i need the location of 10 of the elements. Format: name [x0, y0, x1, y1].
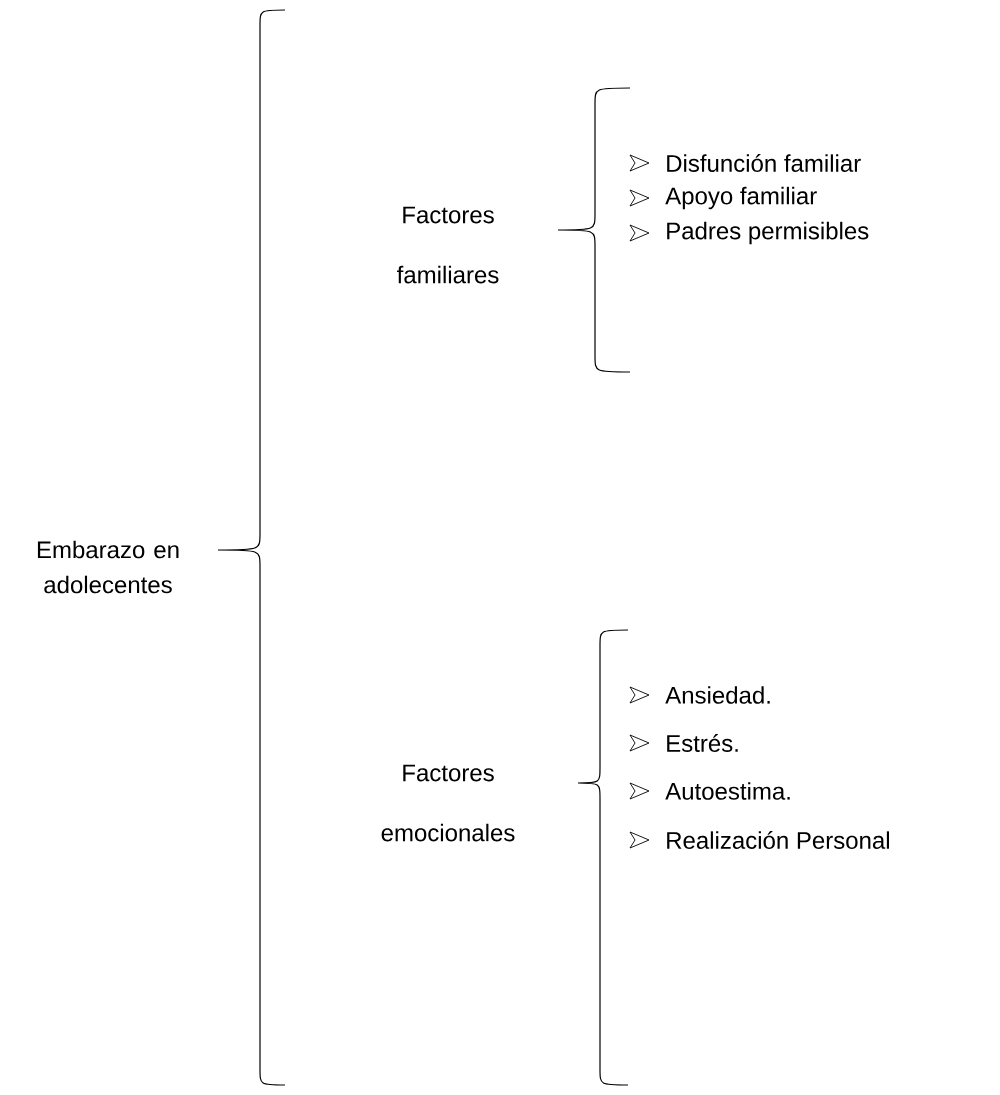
label-text: Disfunción familiar [667, 154, 861, 172]
label-text: Estrés. [667, 734, 738, 752]
label-text: Factores familiares [397, 206, 499, 284]
label-text: Ansiedad. [665, 686, 770, 704]
label-text: Autoestima. [665, 782, 790, 800]
label-text: Embarazo en adolecentes [37, 540, 179, 594]
label-text: Factores emocionales [381, 764, 515, 842]
label-text: Realización Personal [667, 831, 889, 849]
label-text: Apoyo familiar [665, 186, 817, 210]
label-text: Padres permisibles [667, 221, 869, 245]
